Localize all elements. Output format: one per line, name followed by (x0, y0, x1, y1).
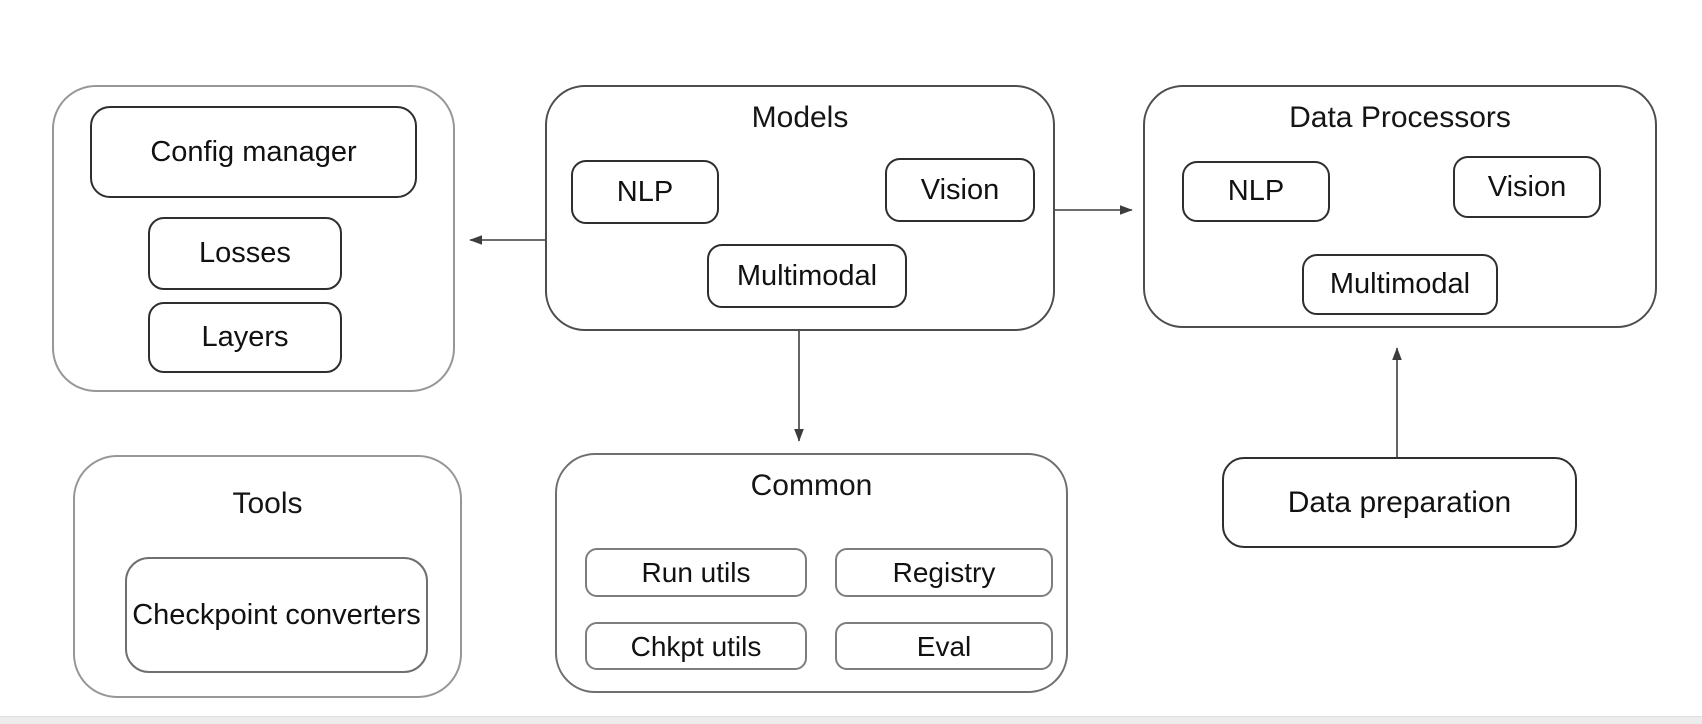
node-models-multimodal: Multimodal (707, 244, 907, 308)
group-title-common: Common (750, 469, 873, 502)
group-title-data-processors: Data Processors (1289, 101, 1511, 134)
node-config-manager: Config manager (90, 106, 417, 198)
group-title-tools: Tools (232, 487, 303, 520)
page-bottom-strip (0, 716, 1702, 724)
node-models-nlp: NLP (571, 160, 719, 224)
group-title-models: Models (751, 101, 849, 134)
node-chkpt-utils: Chkpt utils (585, 622, 807, 670)
node-data-processors-nlp: NLP (1182, 161, 1330, 222)
node-data-processors-vision: Vision (1453, 156, 1601, 218)
node-run-utils: Run utils (585, 548, 807, 597)
node-registry: Registry (835, 548, 1053, 597)
node-losses: Losses (148, 217, 342, 290)
node-models-vision: Vision (885, 158, 1035, 222)
node-data-preparation: Data preparation (1222, 457, 1577, 548)
node-data-processors-multimodal: Multimodal (1302, 254, 1498, 315)
node-checkpoint-converters: Checkpoint converters (125, 557, 428, 673)
node-layers: Layers (148, 302, 342, 373)
node-eval: Eval (835, 622, 1053, 670)
